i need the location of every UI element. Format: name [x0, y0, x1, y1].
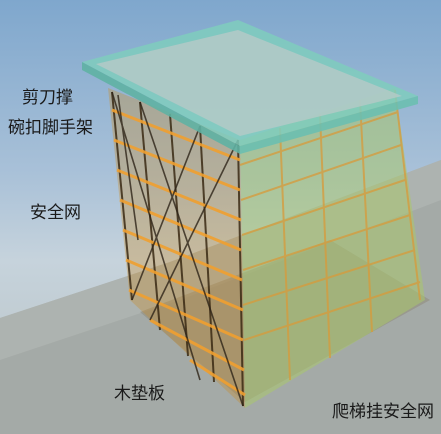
scissor-braces [111, 91, 244, 407]
right-face-frame [239, 89, 421, 381]
top-deck-inner [96, 30, 402, 136]
label-ladder-safety-net: 爬梯挂安全网 [332, 402, 434, 422]
safety-net-right-face [240, 88, 425, 408]
label-safety-net: 安全网 [30, 203, 81, 223]
label-wood-pad: 木垫板 [114, 384, 165, 404]
top-deck-edge-right [240, 96, 418, 154]
label-cuplock-scaffold: 碗扣脚手架 [8, 118, 93, 138]
top-deck-edge-left [82, 62, 240, 154]
label-scissor-brace: 剪刀撑 [22, 88, 73, 108]
